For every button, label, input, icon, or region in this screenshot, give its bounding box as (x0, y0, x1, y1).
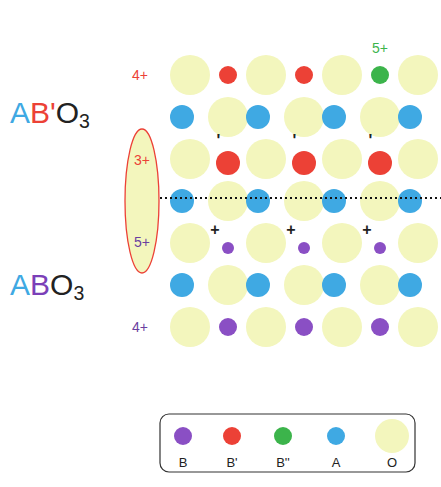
ellipse-shape (124, 128, 160, 274)
o-atom (246, 223, 286, 263)
a-atom (322, 105, 346, 129)
o-atom (284, 265, 324, 305)
o-atom (246, 139, 286, 179)
o-atom (246, 307, 286, 347)
b1-atom (216, 151, 240, 175)
a-atom (398, 273, 422, 297)
o-atom (398, 139, 438, 179)
b-atom (374, 242, 386, 254)
charge-label: 5+ (372, 41, 388, 55)
b1-atom (219, 66, 237, 84)
o-atom (360, 265, 400, 305)
charge-label: 4+ (132, 68, 148, 82)
o-atom (398, 223, 438, 263)
legend-swatch (375, 419, 409, 453)
legend-box (160, 414, 415, 472)
b1-atom (295, 66, 313, 84)
charge-mark: ' (368, 133, 372, 149)
o-atom (284, 97, 324, 137)
b1-atom (368, 151, 392, 175)
o-atom (170, 223, 210, 263)
o-atom (322, 223, 362, 263)
b1-atom (292, 151, 316, 175)
o-atom (170, 307, 210, 347)
a-atom (246, 273, 270, 297)
b-atom (298, 242, 310, 254)
legend-swatch (174, 427, 192, 445)
a-atom (170, 189, 194, 213)
b-atom (222, 242, 234, 254)
a-atom (246, 189, 270, 213)
legend-swatch (223, 427, 241, 445)
o-atom (322, 139, 362, 179)
a-atom (246, 105, 270, 129)
ellipse-outline (125, 129, 159, 273)
charge-mark: + (362, 222, 371, 238)
b2-atom (371, 66, 389, 84)
formula-label: ABO3 (10, 270, 84, 303)
o-atom (360, 181, 400, 221)
o-atom (208, 181, 248, 221)
legend-text: A (332, 456, 341, 469)
legend-text: B (179, 456, 188, 469)
legend-swatch (327, 427, 345, 445)
o-atom (208, 97, 248, 137)
a-atom (322, 189, 346, 213)
interface-ellipse: 3+ 5+ (124, 128, 160, 274)
charge-mark: ' (292, 133, 296, 149)
legend-text: B' (226, 456, 237, 469)
b-atom (219, 318, 237, 336)
interface-line (155, 197, 441, 199)
charge-mark: + (210, 222, 219, 238)
a-atom (170, 273, 194, 297)
o-atom (398, 307, 438, 347)
a-atom (398, 189, 422, 213)
o-atom (170, 139, 210, 179)
a-atom (170, 105, 194, 129)
a-atom (398, 105, 422, 129)
legend-swatch (274, 427, 292, 445)
b-atom (371, 318, 389, 336)
o-atom (284, 181, 324, 221)
o-atom (398, 55, 438, 95)
o-atom (208, 265, 248, 305)
b-atom (295, 318, 313, 336)
charge-label: 5+ (134, 235, 150, 249)
legend-text: O (387, 456, 397, 469)
o-atom (246, 55, 286, 95)
a-atom (322, 273, 346, 297)
charge-label: 4+ (132, 320, 148, 334)
legend-text: B'' (276, 456, 290, 469)
charge-label: 3+ (134, 153, 150, 167)
o-atom (170, 55, 210, 95)
charge-mark: ' (216, 133, 220, 149)
o-atom (322, 307, 362, 347)
o-atom (322, 55, 362, 95)
charge-mark: + (286, 222, 295, 238)
formula-label: AB'O3 (10, 98, 90, 131)
o-atom (360, 97, 400, 137)
